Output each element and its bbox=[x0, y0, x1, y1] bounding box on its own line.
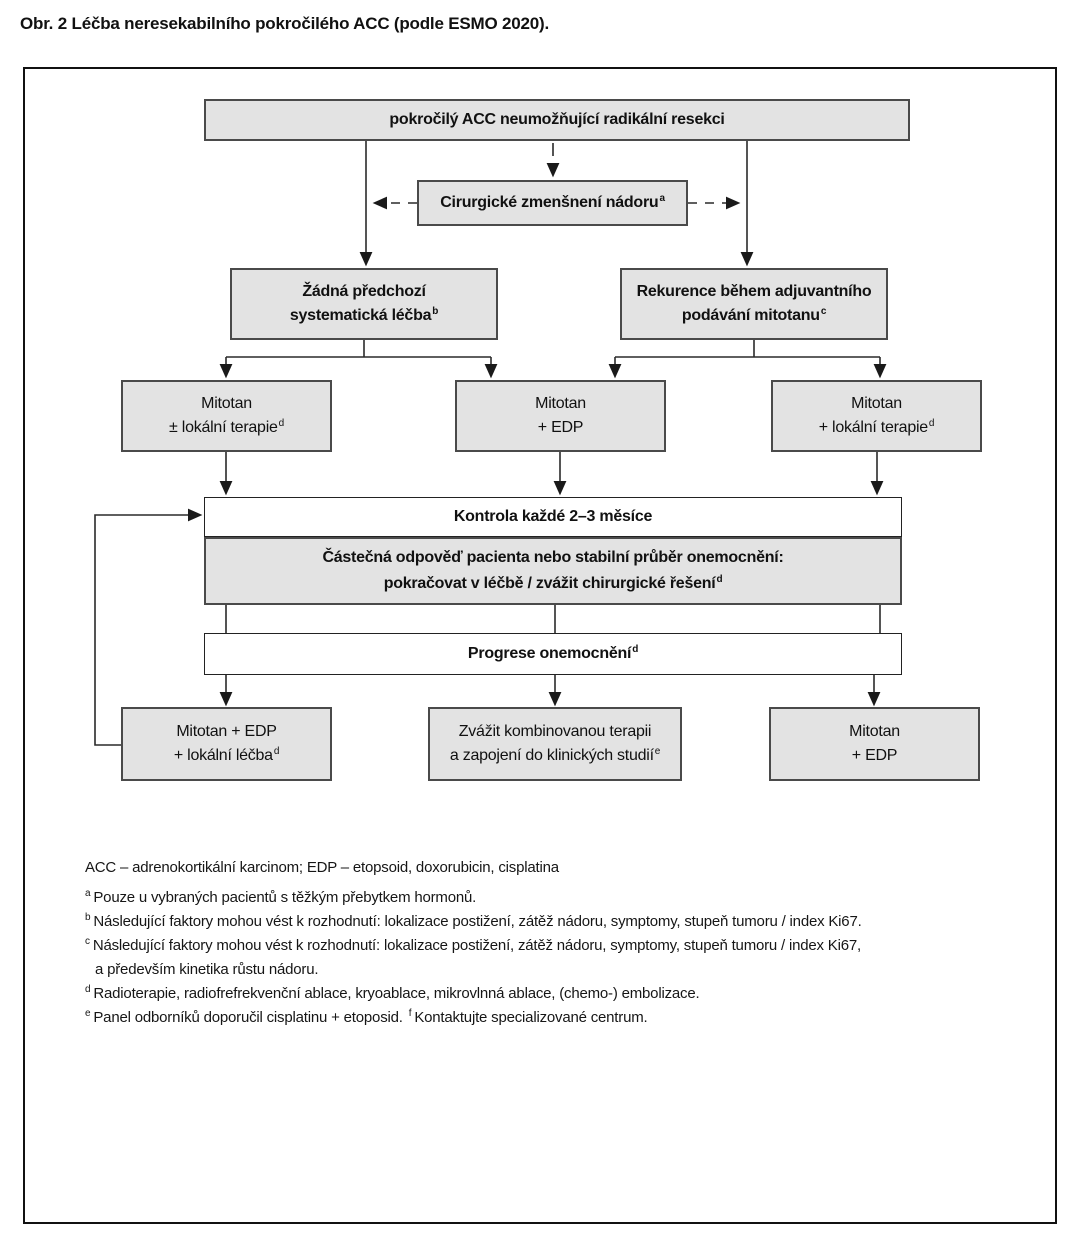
footnote-marker: b bbox=[85, 912, 91, 923]
footnote-marker: d bbox=[273, 746, 280, 757]
node-text: Mitotan bbox=[849, 723, 900, 740]
node-text: Mitotan bbox=[535, 395, 586, 412]
footnote-text: Následující faktory mohou vést k rozhodn… bbox=[92, 937, 861, 954]
node-control-visits: Kontrola každé 2–3 měsíce bbox=[204, 497, 902, 537]
footnote-text: Následující faktory mohou vést k rozhodn… bbox=[93, 913, 862, 930]
footnote-marker: f bbox=[408, 1008, 412, 1019]
node-text: pokročilý ACC neumožňující radikální res… bbox=[389, 111, 725, 128]
footnote-c-continued: a především kinetika růstu nádoru. bbox=[85, 958, 862, 982]
footnote-marker: c bbox=[820, 306, 827, 317]
node-text: systematická léčba bbox=[289, 307, 432, 324]
node-text: Mitotan + EDP bbox=[176, 723, 277, 740]
node-text: Žádná předchozí bbox=[302, 283, 426, 300]
footnote-marker: d bbox=[928, 418, 935, 429]
node-text: Cirurgické zmenšnení nádoru bbox=[440, 194, 659, 211]
footnote-marker: a bbox=[85, 888, 91, 899]
footnote-marker: e bbox=[654, 746, 661, 757]
node-text: + lokální léčba bbox=[173, 747, 273, 764]
footnote-text: a především kinetika růstu nádoru. bbox=[95, 961, 319, 978]
node-mitotane-edp-local: Mitotan + EDP + lokální léčbad bbox=[121, 707, 332, 781]
node-text: podávání mitotanu bbox=[681, 307, 820, 324]
footnote-marker: a bbox=[659, 193, 665, 204]
node-surgical-debulking: Cirurgické zmenšnení nádorua bbox=[417, 180, 688, 226]
figure-title: Obr. 2 Léčba neresekabilního pokročilého… bbox=[20, 14, 550, 33]
node-text: Mitotan bbox=[851, 395, 902, 412]
node-text: ± lokální terapie bbox=[169, 419, 278, 436]
footnote-marker: d bbox=[632, 644, 639, 655]
node-text: Kontrola každé 2–3 měsíce bbox=[453, 508, 653, 525]
node-text: Progrese onemocnění bbox=[467, 645, 632, 662]
node-text: Rekurence během adjuvantního bbox=[636, 283, 872, 300]
node-text: a zapojení do klinických studií bbox=[449, 747, 654, 764]
node-mitotane-local: Mitotan ± lokální terapied bbox=[121, 380, 332, 452]
node-recurrence-adjuvant: Rekurence během adjuvantního podávání mi… bbox=[620, 268, 888, 340]
footnote-text: Pouze u vybraných pacientů s těžkým přeb… bbox=[93, 889, 477, 906]
node-text: + EDP bbox=[537, 419, 584, 436]
node-text: Mitotan bbox=[201, 395, 252, 412]
footnote-marker: d bbox=[85, 984, 91, 995]
node-partial-response: Částečná odpověď pacienta nebo stabilní … bbox=[204, 537, 902, 605]
footnote-text: Radioterapie, radiofrefrekvenční ablace,… bbox=[93, 985, 700, 1002]
node-text: pokračovat v léčbě / zvážit chirurgické … bbox=[383, 575, 716, 592]
footnote-marker: d bbox=[278, 418, 285, 429]
node-mitotane-local-right: Mitotan + lokální terapied bbox=[771, 380, 982, 452]
node-mitotane-edp-bottom: Mitotan + EDP bbox=[769, 707, 980, 781]
footnote-marker: b bbox=[432, 306, 439, 317]
footnote-marker: e bbox=[85, 1008, 91, 1019]
node-text: Zvážit kombinovanou terapii bbox=[458, 723, 652, 740]
node-text: Částečná odpověď pacienta nebo stabilní … bbox=[322, 549, 784, 566]
footnote-marker: d bbox=[716, 574, 723, 585]
node-combo-trials: Zvážit kombinovanou terapii a zapojení d… bbox=[428, 707, 682, 781]
node-mitotane-edp: Mitotan + EDP bbox=[455, 380, 666, 452]
footnote-marker: c bbox=[85, 936, 90, 947]
node-no-prior-therapy: Žádná předchozí systematická léčbab bbox=[230, 268, 498, 340]
node-advanced-acc: pokročilý ACC neumožňující radikální res… bbox=[204, 99, 910, 141]
footnote-text: Panel odborníků doporučil cisplatinu + e… bbox=[93, 1009, 403, 1026]
node-text: + EDP bbox=[851, 747, 898, 764]
abbreviation-text: ACC – adrenokortikální karcinom; EDP – e… bbox=[85, 859, 559, 876]
node-text: + lokální terapie bbox=[818, 419, 928, 436]
node-progression: Progrese onemocněníd bbox=[204, 633, 902, 675]
footnote-text: Kontaktujte specializované centrum. bbox=[414, 1009, 648, 1026]
abbreviation-legend: ACC – adrenokortikální karcinom; EDP – e… bbox=[85, 856, 559, 880]
